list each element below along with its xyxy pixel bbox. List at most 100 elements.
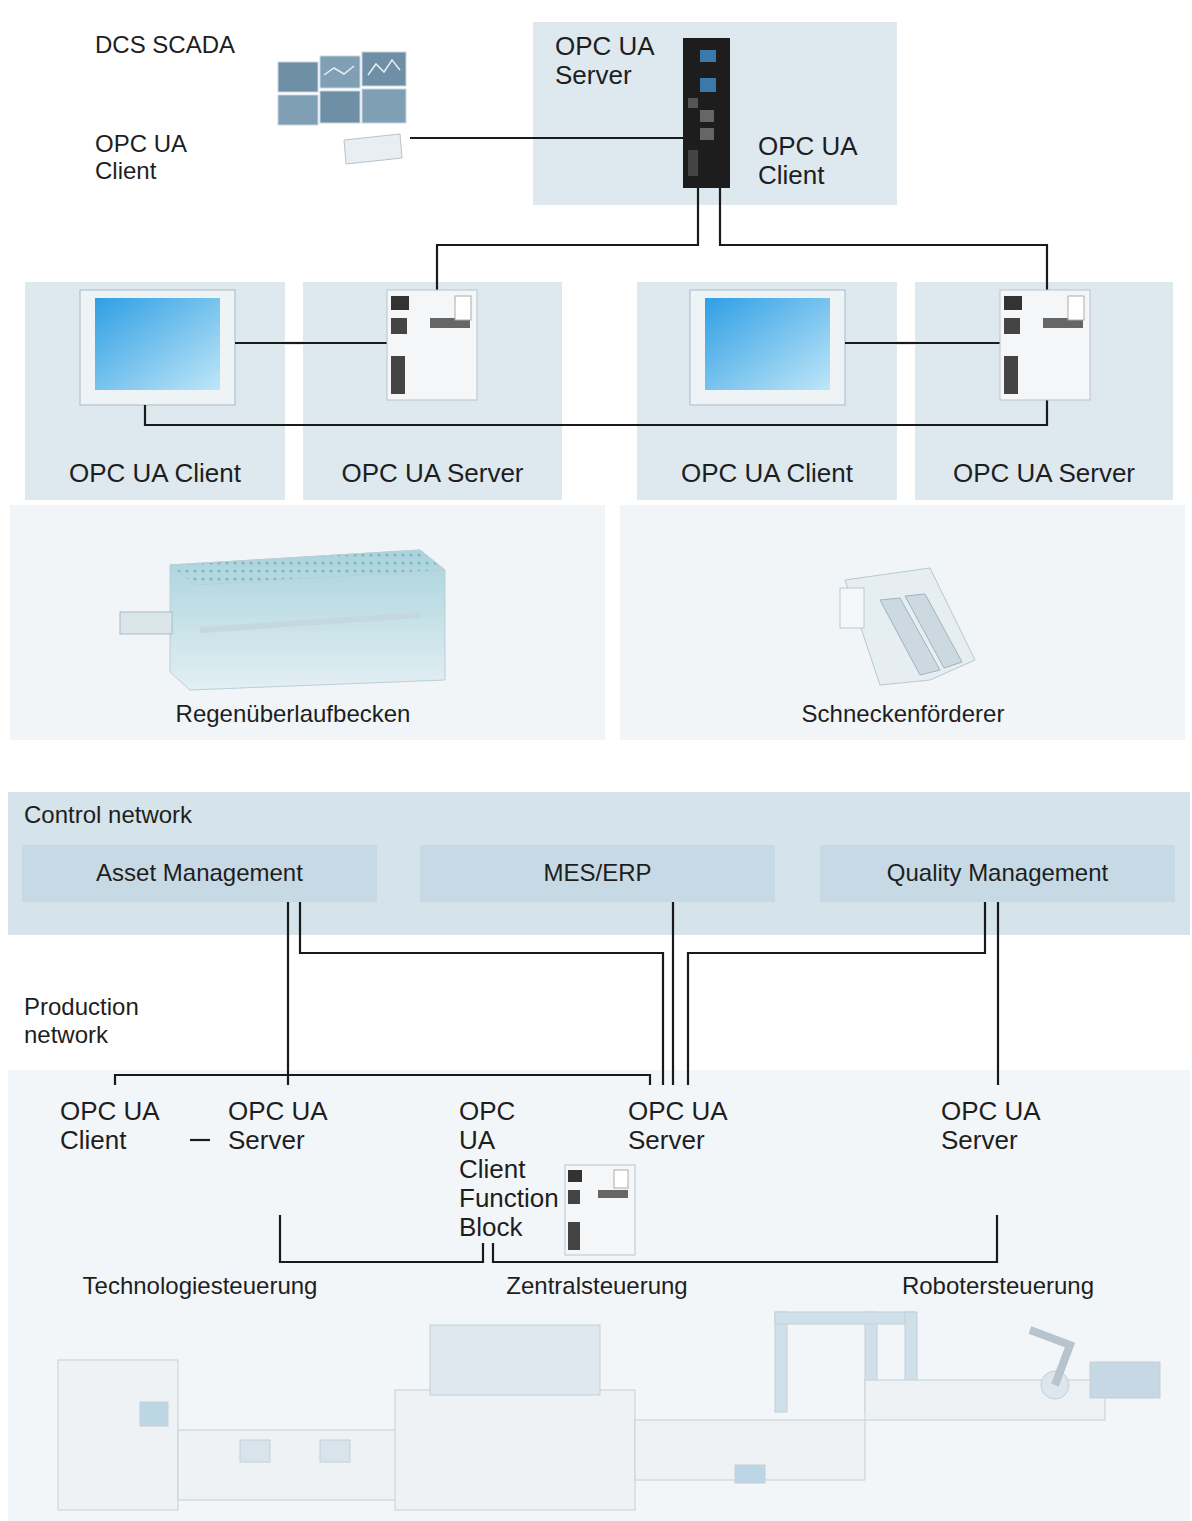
illustration-part: [58, 1360, 178, 1510]
network-connector: [300, 902, 663, 1085]
hmi-right: [690, 290, 897, 405]
illustration-part: [368, 60, 400, 75]
scada-station: DCS SCADA OPC UA Client: [90, 28, 410, 198]
node-text: OPC UA Server: [555, 32, 695, 90]
illustration-part: [344, 134, 402, 164]
illustration-ground: [10, 505, 605, 740]
scada-monitors: [278, 52, 406, 164]
illustration-part: [1004, 296, 1022, 310]
illustration-part: [845, 342, 897, 344]
illustration-part: [455, 296, 471, 320]
illustration-part: [533, 137, 683, 139]
illustration-part: [719, 188, 721, 205]
illustration-part: [614, 1170, 628, 1188]
node-text: DCS SCADA: [95, 32, 235, 59]
function-block-box: OPC UA Client Function Block: [445, 1085, 563, 1243]
panel-fill: [22, 845, 377, 902]
client-box: OPC UA Client: [42, 1085, 190, 1215]
illustration-part: [436, 282, 438, 290]
system-box: Asset Management: [22, 845, 377, 902]
network-label: Production network: [24, 993, 184, 1048]
illustration-part: [387, 290, 477, 400]
illustration-part: [565, 1165, 635, 1255]
illustration-part: [775, 1312, 915, 1324]
illustration-part: [278, 62, 318, 92]
illustration-ground: [8, 1070, 1190, 1521]
illustration-part: [95, 298, 220, 390]
basin-illustration: [120, 550, 445, 690]
system-box: Quality Management: [820, 845, 1175, 902]
plc-central: [565, 1165, 635, 1255]
illustration-part: [683, 38, 730, 188]
network-connector: [287, 902, 289, 1085]
illustration-part: [568, 1222, 580, 1250]
illustration-part: [840, 588, 864, 628]
illustration-part: [430, 1325, 600, 1395]
illustration-part: [700, 128, 714, 140]
illustration-part: [178, 1430, 398, 1500]
illustration-part: [1090, 1362, 1160, 1398]
hmi-left: [80, 290, 285, 425]
network-connector: [410, 137, 533, 139]
illustration-part: [140, 1402, 168, 1426]
illustration-part: [568, 1170, 582, 1182]
network-connector: [493, 1215, 997, 1262]
node-text: OPC UA Client: [758, 132, 893, 190]
plc-right: [915, 282, 1090, 425]
node-text: OPC UA Client: [69, 459, 241, 488]
panel-fills: [8, 22, 1190, 1243]
panel-fill: [303, 282, 562, 500]
node-text: OPC UA Client: [681, 459, 853, 488]
illustration-part: [700, 50, 716, 62]
node-text: OPC UA Server: [341, 459, 523, 488]
network-connector: [672, 902, 674, 1085]
illustration-part: [688, 150, 698, 176]
server-box: OPC UA Server: [610, 1085, 757, 1215]
illustration-part: [320, 1440, 350, 1462]
plant-label: Schneckenförderer: [802, 700, 1005, 728]
illustration-part: [145, 405, 285, 425]
illustration-part: [362, 52, 406, 86]
network-connector: [997, 902, 999, 1085]
plant-label: Regenüberlaufbecken: [176, 700, 411, 728]
network-connector: [688, 902, 985, 1085]
screw-conveyor-illustration: [840, 568, 975, 685]
node-text: OPC UA Client: [95, 131, 245, 185]
panel-fill: [915, 282, 1173, 500]
client-panel: OPC UA Client: [25, 282, 285, 500]
network-connector: [897, 342, 915, 344]
network-connector: [190, 1139, 210, 1141]
illustration-part: [1000, 290, 1090, 400]
illustration-part: [303, 342, 387, 344]
server-panel: OPC UA Server: [915, 282, 1173, 500]
illustration-part: [1004, 356, 1018, 394]
panel-fill: [8, 792, 1190, 935]
server-box: OPC UA Server: [923, 1085, 1070, 1215]
panel-fill: [420, 845, 775, 902]
illustration-part: [278, 95, 318, 125]
panel-fill: [637, 282, 897, 500]
panel-fill: [820, 845, 1175, 902]
illustration-part: [362, 89, 406, 123]
gateway-panel: OPC UA ServerOPC UA Client: [533, 22, 897, 205]
network-connector: [437, 205, 698, 282]
node-text: OPC UA Client Function Block: [459, 1097, 549, 1243]
illustration-part: [568, 1190, 580, 1204]
network-connector: [285, 342, 303, 344]
client-panel: OPC UA Client: [637, 282, 897, 500]
node-text: OPC UA Client: [60, 1097, 172, 1155]
controller-label: Zentralsteuerung: [506, 1272, 687, 1300]
illustration-part: [735, 1465, 765, 1483]
illustration-part: [120, 612, 172, 634]
server-box: OPC UA Server: [210, 1085, 358, 1215]
illustration-part: [395, 1390, 635, 1510]
network-connector: [115, 1075, 650, 1085]
illustration-part: [320, 56, 360, 88]
network-connector: [720, 205, 1047, 282]
illustration-part: [235, 342, 285, 344]
illustration-part: [1004, 318, 1020, 334]
illustration-part: [690, 290, 845, 405]
network-connector: [280, 1215, 483, 1262]
illustration-part: [1046, 282, 1048, 290]
